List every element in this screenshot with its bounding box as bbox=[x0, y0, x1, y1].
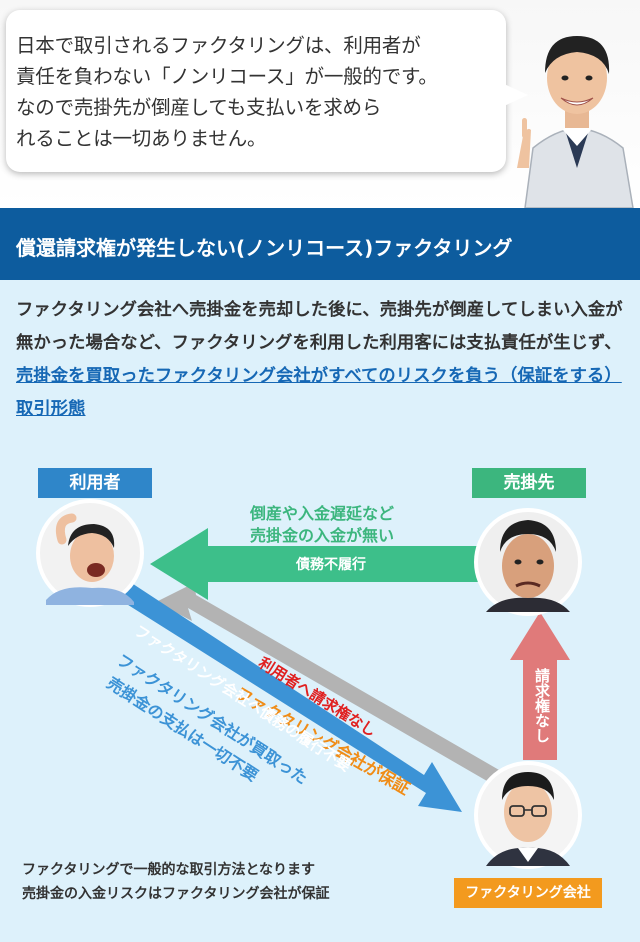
red-arrow-text: 請求権なし bbox=[533, 668, 551, 743]
intro-line: なので売掛先が倒産しても支払いを求めら bbox=[16, 96, 382, 119]
user-avatar bbox=[36, 499, 144, 607]
factor-avatar bbox=[474, 761, 582, 869]
intro-line: 責任を負わない「ノンリコース」が一般的です。 bbox=[16, 65, 438, 88]
description-plain: ファクタリング会社へ売掛金を売却した後に、売掛先が倒産してしまい入金が無かった場… bbox=[16, 300, 623, 353]
footer-line: 売掛金の入金リスクはファクタリング会社が保証 bbox=[22, 886, 330, 902]
green-arrow-text: 債務不履行 bbox=[296, 557, 366, 573]
user-label: 利用者 bbox=[38, 468, 152, 498]
section-title-bar: 償還請求権が発生しない(ノンリコース)ファクタリング bbox=[0, 208, 640, 280]
description-highlight: 売掛金を買取ったファクタリング会社がすべてのリスクを負う（保証をする）取引形態 bbox=[16, 366, 622, 419]
debtor-avatar bbox=[474, 508, 582, 616]
intro-line: れることは一切ありません。 bbox=[16, 127, 267, 150]
green-caption-line1: 倒産や入金遅延など bbox=[250, 504, 395, 523]
footer-line: ファクタリングで一般的な取引方法となります bbox=[22, 862, 316, 878]
presenter-illustration bbox=[517, 36, 634, 208]
intro-line: 日本で取引されるファクタリングは、利用者が bbox=[16, 34, 421, 57]
section-description: ファクタリング会社へ売掛金を売却した後に、売掛先が倒産してしまい入金が無かった場… bbox=[16, 294, 630, 426]
section-title: 償還請求権が発生しない(ノンリコース)ファクタリング bbox=[16, 236, 513, 260]
intro-text: 日本で取引されるファクタリングは、利用者が 責任を負わない「ノンリコース」が一般… bbox=[16, 30, 500, 154]
footer-note: ファクタリングで一般的な取引方法となります 売掛金の入金リスクはファクタリング会… bbox=[22, 858, 329, 906]
factor-label: ファクタリング会社 bbox=[454, 878, 602, 908]
green-caption-line2: 売掛金の入金が無い bbox=[250, 526, 395, 545]
intro-area: 日本で取引されるファクタリングは、利用者が 責任を負わない「ノンリコース」が一般… bbox=[0, 0, 640, 208]
green-arrow bbox=[150, 528, 480, 600]
red-arrow bbox=[510, 612, 570, 760]
gray-arrow bbox=[156, 583, 513, 792]
blue-arrow bbox=[114, 578, 462, 812]
speech-bubble: 日本で取引されるファクタリングは、利用者が 責任を負わない「ノンリコース」が一般… bbox=[6, 10, 528, 172]
debtor-label: 売掛先 bbox=[472, 468, 586, 498]
